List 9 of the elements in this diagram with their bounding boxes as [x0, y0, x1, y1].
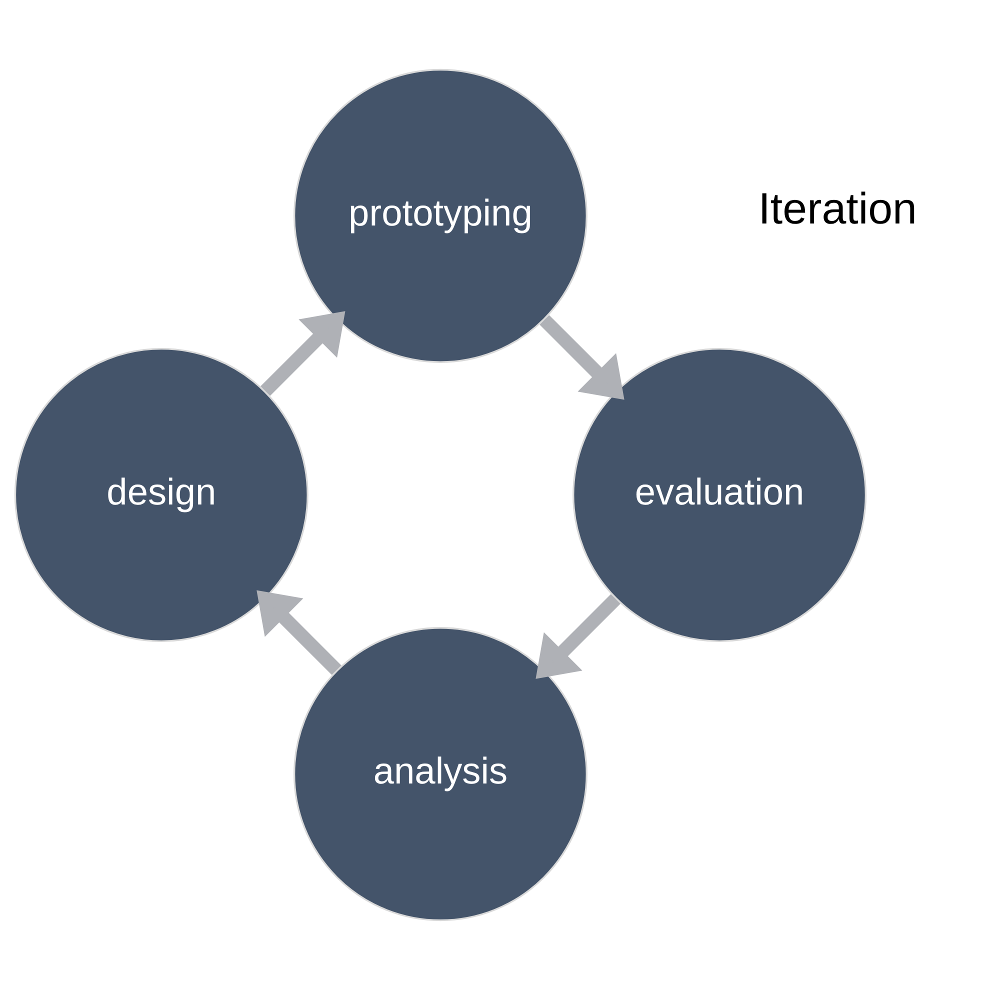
- arrow: [540, 314, 624, 400]
- node-circle: evaluation: [572, 347, 867, 642]
- node-circle: design: [14, 347, 308, 642]
- node-circle: prototyping: [293, 68, 588, 362]
- arrow: [260, 310, 346, 396]
- arrow: [536, 594, 620, 678]
- label: Iteration: [758, 184, 917, 233]
- node-circle: analysis: [293, 626, 588, 921]
- arrow: [256, 590, 342, 674]
